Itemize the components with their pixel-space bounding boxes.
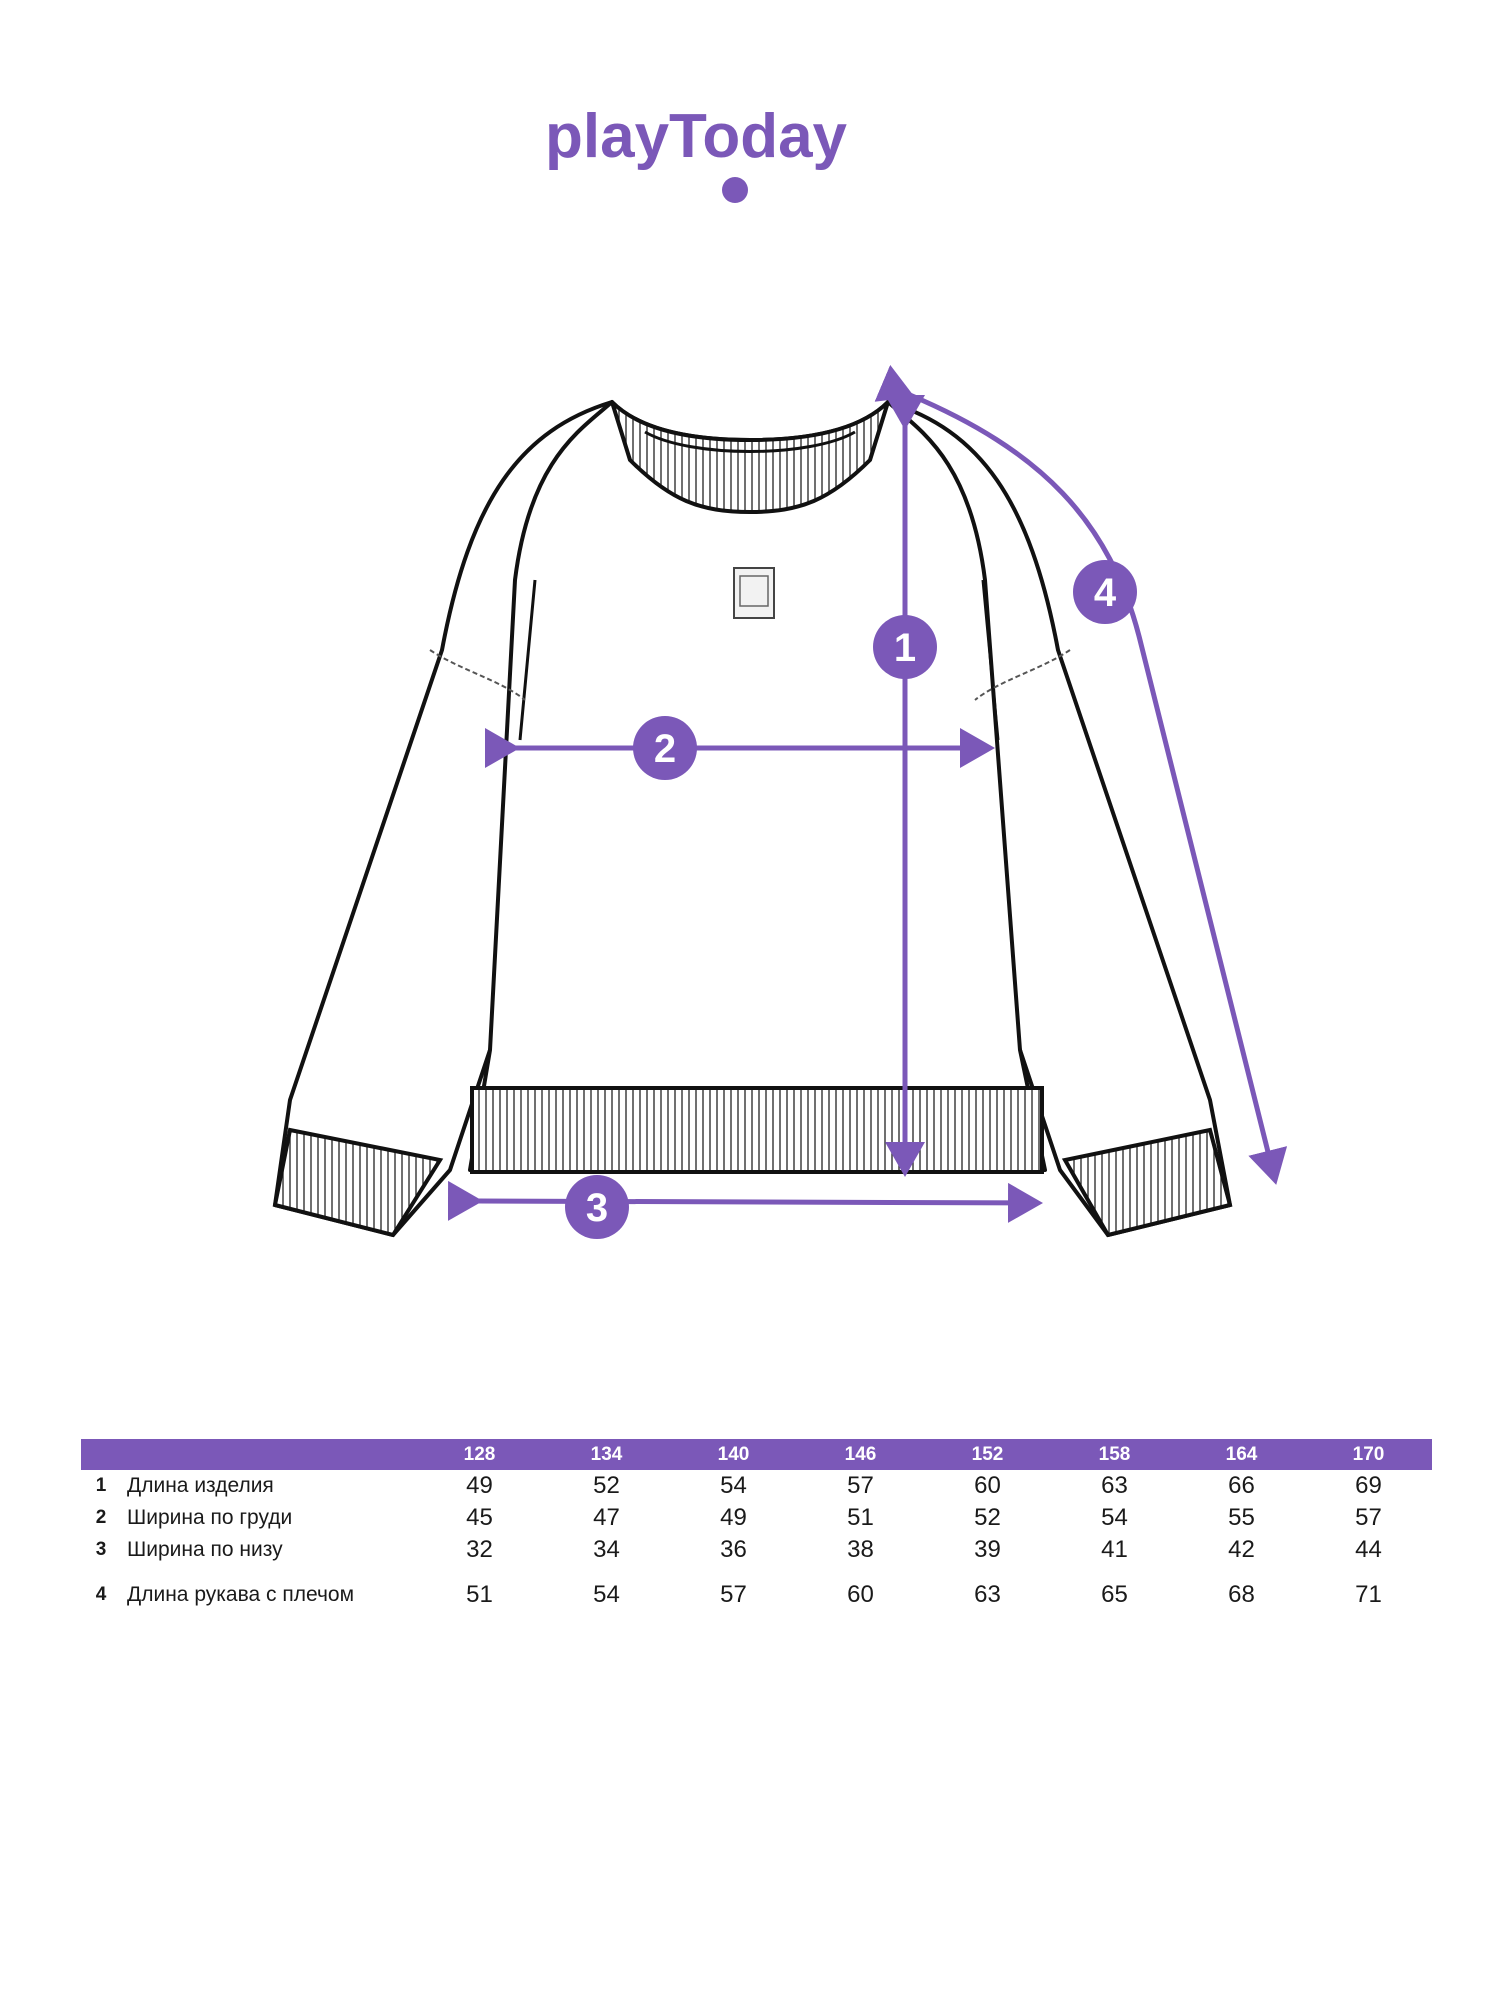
- body: [468, 400, 1047, 1172]
- table-cell: 55: [1228, 1504, 1255, 1531]
- left-armhole-seam: [429, 649, 526, 701]
- table-cell: 52: [974, 1504, 1001, 1531]
- table-cell: 65: [1101, 1581, 1128, 1608]
- row-label: Ширина по груди: [127, 1506, 293, 1529]
- measure-3-line: [447, 1180, 1043, 1223]
- table-cell: 47: [593, 1504, 620, 1531]
- brand-logo: playToday: [545, 102, 848, 203]
- table-cell: 57: [720, 1581, 747, 1608]
- table-cell: 34: [593, 1536, 620, 1563]
- marker-4: 4: [1073, 560, 1137, 624]
- header-size: 152: [924, 1439, 1051, 1470]
- table-cell: 71: [1355, 1581, 1382, 1608]
- hem-band: [470, 1086, 1044, 1174]
- table-cell: 51: [847, 1504, 874, 1531]
- table-header-row: 128 134 140 146 152 158 164 170: [81, 1439, 1432, 1470]
- header-size: 164: [1178, 1439, 1305, 1470]
- table-cell: 54: [1101, 1504, 1128, 1531]
- row-label: Ширина по низу: [127, 1538, 283, 1561]
- table-cell: 57: [1355, 1504, 1382, 1531]
- table-cell: 52: [593, 1472, 620, 1499]
- marker-3: 3: [565, 1175, 629, 1239]
- header-size: 158: [1051, 1439, 1178, 1470]
- row-number: 4: [95, 1584, 107, 1605]
- table-cell: 51: [466, 1581, 493, 1608]
- table-cell: 38: [847, 1536, 874, 1563]
- header-blank-num: [81, 1439, 121, 1470]
- table-cell: 66: [1228, 1472, 1255, 1499]
- table-cell: 54: [720, 1472, 747, 1499]
- row-number: 3: [95, 1539, 107, 1560]
- table-cell: 57: [847, 1472, 874, 1499]
- row-number: 2: [95, 1507, 107, 1528]
- table-row: 3 Ширина по низу 32 34 36 38 39 41 42 44: [81, 1534, 1432, 1566]
- marker-2-label: 2: [654, 727, 676, 771]
- table-cell: 42: [1228, 1536, 1255, 1563]
- chest-patch-inner: [739, 575, 769, 607]
- table-cell: 39: [974, 1536, 1001, 1563]
- header-size: 140: [670, 1439, 797, 1470]
- row-number: 1: [95, 1475, 107, 1496]
- header-size: 128: [416, 1439, 543, 1470]
- table-row: 1 Длина изделия 49 52 54 57 60 63 66 69: [81, 1470, 1432, 1502]
- neck-back: [644, 430, 856, 453]
- table-row: 4 Длина рукава с плечом 51 54 57 60 63 6…: [81, 1566, 1432, 1618]
- table-cell: 68: [1228, 1581, 1255, 1608]
- table-cell: 54: [593, 1581, 620, 1608]
- table-cell: 32: [466, 1536, 493, 1563]
- size-table: 128 134 140 146 152 158 164 170 1 Длина …: [81, 1439, 1432, 1618]
- left-side-seam: [518, 579, 537, 741]
- marker-2: 2: [633, 716, 697, 780]
- table-cell: 63: [1101, 1472, 1128, 1499]
- garment-diagram: 1 2 3 4: [272, 364, 1288, 1239]
- header-blank-label: [121, 1439, 416, 1470]
- table-cell: 49: [720, 1504, 747, 1531]
- table-cell: 60: [974, 1472, 1001, 1499]
- marker-1: 1: [873, 615, 937, 679]
- logo-dot-icon: [722, 177, 748, 203]
- table-cell: 36: [720, 1536, 747, 1563]
- header-size: 146: [797, 1439, 924, 1470]
- row-label: Длина рукава с плечом: [127, 1583, 355, 1606]
- marker-1-label: 1: [894, 626, 916, 670]
- table-row: 2 Ширина по груди 45 47 49 51 52 54 55 5…: [81, 1502, 1432, 1534]
- table-cell: 41: [1101, 1536, 1128, 1563]
- table-cell: 63: [974, 1581, 1001, 1608]
- table-cell: 60: [847, 1581, 874, 1608]
- table-cell: 45: [466, 1504, 493, 1531]
- table-cell: 69: [1355, 1472, 1382, 1499]
- row-label: Длина изделия: [127, 1474, 274, 1497]
- header-size: 170: [1305, 1439, 1432, 1470]
- logo-wordmark: playToday: [545, 102, 848, 171]
- table-cell: 44: [1355, 1536, 1382, 1563]
- marker-3-label: 3: [586, 1186, 608, 1230]
- table-cell: 49: [466, 1472, 493, 1499]
- left-cuff: [272, 1127, 444, 1238]
- header-size: 134: [543, 1439, 670, 1470]
- marker-4-label: 4: [1094, 571, 1117, 615]
